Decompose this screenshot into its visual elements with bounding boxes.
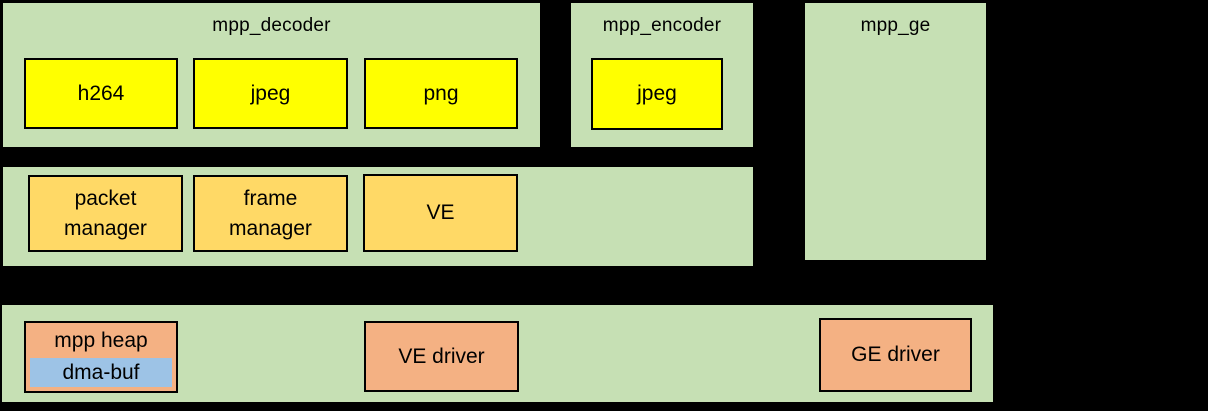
mpp-decoder-panel: mpp_decoder h264 jpeg png — [3, 3, 540, 147]
ve-label: VE — [426, 201, 455, 225]
packet-manager-line2: manager — [64, 216, 147, 240]
mpp-ge-panel: mpp_ge — [805, 3, 986, 260]
kernel-drivers-panel: mpp heap dma-buf VE driver GE driver — [2, 305, 993, 402]
ve-driver-label: VE driver — [398, 344, 485, 368]
jpeg-encoder-box: jpeg — [591, 58, 723, 130]
ge-driver-box: GE driver — [819, 318, 972, 392]
core-services-panel: packet manager frame manager VE — [3, 167, 753, 266]
mpp-heap-box: mpp heap dma-buf — [24, 321, 178, 393]
ve-box: VE — [363, 174, 518, 252]
png-decoder-box: png — [364, 58, 518, 129]
h264-label: h264 — [77, 81, 125, 105]
mpp-decoder-title: mpp_decoder — [212, 15, 331, 36]
mpp-ge-title: mpp_ge — [860, 15, 931, 36]
jpeg-decoder-label: jpeg — [250, 81, 291, 105]
mpp-heap-label: mpp heap — [54, 328, 148, 352]
mpp-encoder-panel: mpp_encoder jpeg — [571, 3, 753, 147]
frame-manager-box: frame manager — [193, 175, 348, 252]
png-label: png — [423, 81, 459, 105]
packet-manager-box: packet manager — [28, 175, 183, 252]
h264-decoder-box: h264 — [24, 58, 178, 129]
ge-driver-label: GE driver — [851, 343, 940, 367]
dma-buf-box: dma-buf — [30, 358, 172, 387]
jpeg-encoder-label: jpeg — [637, 82, 677, 106]
packet-manager-line1: packet — [74, 186, 137, 210]
frame-manager-line1: frame — [243, 186, 298, 210]
ve-driver-box: VE driver — [364, 321, 519, 392]
mpp-encoder-title: mpp_encoder — [602, 15, 722, 36]
dma-buf-label: dma-buf — [62, 360, 140, 384]
frame-manager-line2: manager — [229, 216, 312, 240]
jpeg-decoder-box: jpeg — [193, 58, 348, 129]
